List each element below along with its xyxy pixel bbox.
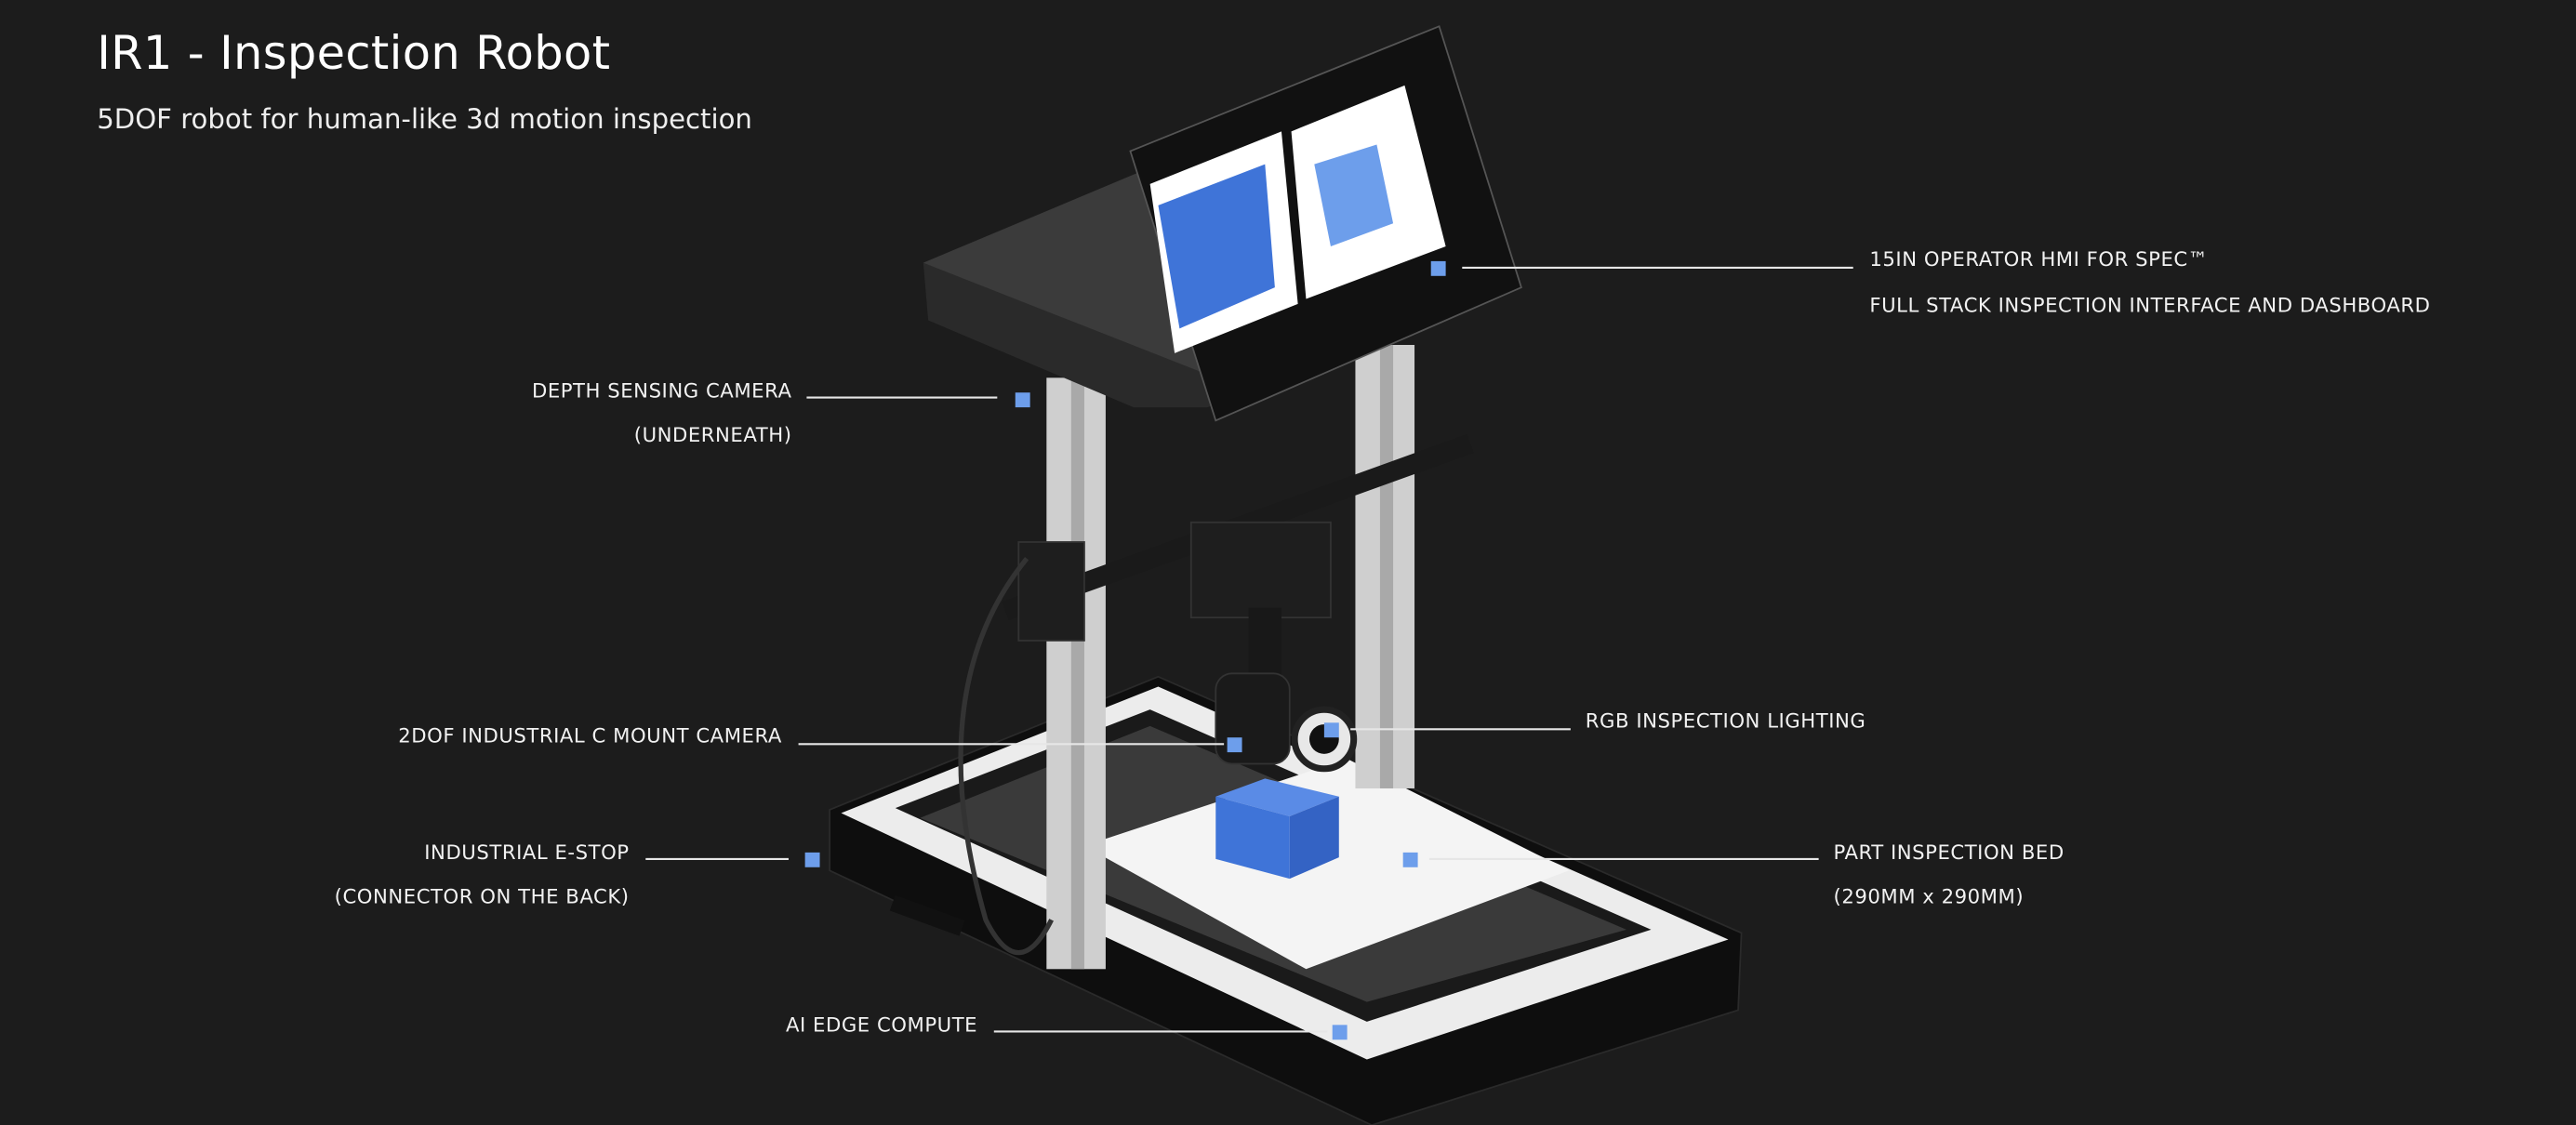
- callout-inspection-bed-title: PART INSPECTION BED: [1833, 840, 2065, 865]
- callout-hmi-title: 15IN OPERATOR HMI FOR SPEC™: [1869, 247, 2209, 271]
- callout-depth-camera-title: DEPTH SENSING CAMERA: [531, 379, 792, 403]
- hmi-screen: [1129, 25, 1522, 422]
- callout-markers: [804, 260, 1446, 1040]
- marker-depth-camera: [1015, 392, 1030, 408]
- marker-hmi: [1430, 260, 1446, 276]
- callout-rgb-lighting-title: RGB INSPECTION LIGHTING: [1585, 709, 1866, 733]
- page-subtitle: 5DOF robot for human-like 3d motion insp…: [97, 103, 752, 135]
- callout-c-mount-camera-title: 2DOF INDUSTRIAL C MOUNT CAMERA: [398, 724, 782, 748]
- marker-inspection-bed: [1402, 852, 1418, 867]
- marker-c-mount-camera: [1227, 737, 1242, 753]
- inspection-part: [1215, 778, 1339, 880]
- callout-edge-compute-title: AI EDGE COMPUTE: [785, 1012, 978, 1037]
- leader-lines: [645, 266, 1853, 1033]
- callout-depth-camera-detail: (UNDERNEATH): [633, 423, 792, 447]
- marker-rgb-lighting: [1323, 722, 1339, 738]
- callout-hmi-detail: FULL STACK INSPECTION INTERFACE AND DASH…: [1869, 294, 2431, 317]
- marker-edge-compute: [1332, 1025, 1348, 1040]
- gantry: [958, 434, 1474, 956]
- callout-e-stop-title: INDUSTRIAL E-STOP: [424, 840, 630, 865]
- page-title: IR1 - Inspection Robot: [97, 26, 611, 81]
- inspection-bed: [1083, 759, 1570, 970]
- callout-e-stop-detail: (CONNECTOR ON THE BACK): [334, 885, 630, 908]
- callout-inspection-bed-detail: (290MM x 290MM): [1833, 885, 2025, 908]
- camera-head: [1215, 672, 1358, 773]
- marker-e-stop: [804, 852, 820, 867]
- robot-columns: [1046, 344, 1415, 970]
